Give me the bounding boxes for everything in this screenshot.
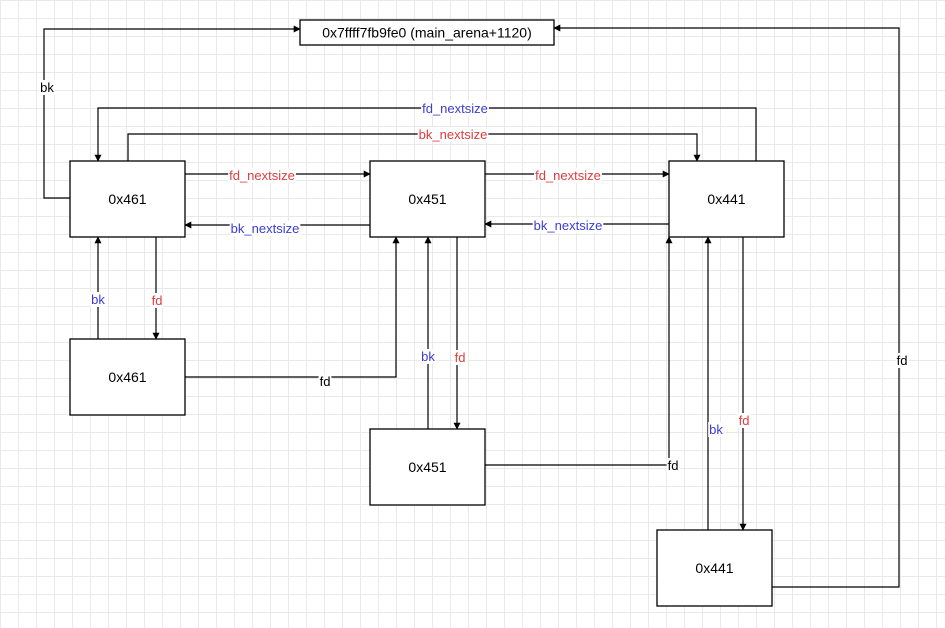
chunk-0x461-upper-node[interactable]: 0x461	[69, 160, 186, 238]
edge-label-fdns-451a-441a: fd_nextsize	[535, 168, 601, 183]
chunk-0x451-upper-node-box	[369, 160, 486, 238]
chunk-0x451-upper-node[interactable]: 0x451	[369, 160, 486, 238]
edge-label-bkns-461a-441a: bk_nextsize	[419, 127, 488, 142]
edge-label-bg-fdns-441a-461a	[421, 101, 489, 116]
edge-label-bg-bkns-451a-461a	[229, 221, 301, 236]
edge-label-bk-461b-461a: bk	[91, 292, 105, 307]
chunk-0x461-lower-node-box	[69, 338, 186, 416]
chunk-0x441-lower-node-label: 0x441	[695, 560, 733, 576]
edge-label-bg-fdns-451a-441a	[534, 168, 602, 183]
edge-label-fdns-461a-451a: fd_nextsize	[229, 168, 295, 183]
edge-labels-layer: bk fd_nextsize bk_nextsize fd_nextsize fd_ne…	[39, 80, 909, 473]
chunk-0x451-lower-node[interactable]: 0x451	[369, 428, 486, 506]
main-arena-node[interactable]: 0x7ffff7fb9fe0 (main_arena+1120)	[299, 19, 555, 46]
main-arena-node-box	[299, 19, 555, 46]
edge-label-bk-461a-arena: bk	[40, 80, 54, 95]
chunk-0x461-upper-node-label: 0x461	[108, 191, 146, 207]
nodes-layer: 0x7ffff7fb9fe0 (main_arena+1120) 0x461 0x4…	[69, 19, 785, 607]
edge-label-fd-451b-441a: fd	[668, 458, 679, 473]
chunk-0x441-upper-node[interactable]: 0x441	[668, 160, 785, 238]
chunk-0x451-lower-node-label: 0x451	[408, 459, 446, 475]
chunk-0x451-upper-node-label: 0x451	[408, 191, 446, 207]
edge-label-bkns-451a-461a: bk_nextsize	[231, 221, 300, 236]
edge-label-fd-461b-451a: fd	[320, 374, 331, 389]
edge-label-bg-fdns-461a-451a	[228, 168, 296, 183]
edge-label-fdns-441a-461a: fd_nextsize	[422, 101, 488, 116]
chunk-0x461-lower-node[interactable]: 0x461	[69, 338, 186, 416]
edge-label-fd-441a-441b: fd	[739, 413, 750, 428]
edge-bkns-461a-441a	[127, 133, 701, 162]
chunk-0x441-upper-node-box	[668, 160, 785, 238]
edge-label-bg-fd-451b-441a	[666, 458, 680, 473]
chunk-0x461-lower-node-label: 0x461	[108, 369, 146, 385]
edge-label-bk-451b-451a: bk	[421, 349, 435, 364]
edge-label-bg-bk-451b-451a	[420, 349, 437, 364]
edge-label-bg-bkns-441a-451a	[532, 218, 604, 233]
edge-label-fd-461a-461b: fd	[152, 293, 163, 308]
edge-label-bg-fd-461b-451a	[318, 374, 332, 389]
chunk-0x441-lower-node[interactable]: 0x441	[656, 529, 773, 607]
chunk-0x461-upper-node-box	[69, 160, 186, 238]
edge-label-fd-441b-arena: fd	[897, 353, 908, 368]
edge-label-bg-bk-441b-441a	[708, 422, 725, 437]
edge-label-bk-441b-441a: bk	[709, 422, 723, 437]
edge-label-bg-bk-461b-461a	[90, 292, 107, 307]
edge-label-bg-fd-441a-441b	[737, 413, 751, 428]
edge-label-bg-bk-461a-arena	[39, 80, 56, 95]
edge-label-bkns-441a-451a: bk_nextsize	[534, 218, 603, 233]
chunk-0x441-lower-node-box	[656, 529, 773, 607]
edge-label-bg-fd-451a-451b	[453, 350, 467, 365]
edge-fd-461b-451a	[185, 236, 400, 378]
main-arena-node-label: 0x7ffff7fb9fe0 (main_arena+1120)	[322, 25, 532, 41]
edge-fd-441b-arena	[553, 24, 900, 588]
edge-label-bg-fd-461a-461b	[150, 293, 164, 308]
edge-label-fd-451a-451b: fd	[455, 350, 466, 365]
edge-label-bg-bkns-461a-441a	[417, 127, 489, 142]
chunk-0x441-upper-node-label: 0x441	[707, 191, 745, 207]
edge-bk-461a-arena	[43, 25, 301, 199]
chunk-0x451-lower-node-box	[369, 428, 486, 506]
edge-fd-451b-441a	[485, 236, 673, 466]
edge-label-bg-fd-441b-arena	[895, 353, 909, 368]
